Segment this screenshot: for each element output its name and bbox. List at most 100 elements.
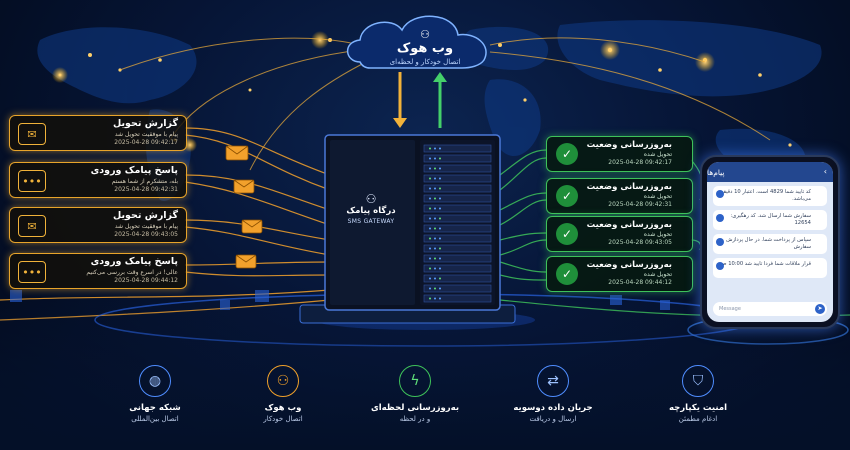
glow-dots [52, 31, 715, 152]
feature-title: امنیت یکپارچه [668, 403, 728, 413]
server-title: درگاه پیامک [346, 206, 396, 216]
lightning-icon: ϟ [399, 365, 431, 397]
cloud-shape [346, 15, 487, 69]
right-card: ✓ به‌روزرسانی وضعیت تحویل شده 2025-04-28… [546, 178, 693, 214]
rack-bay [423, 164, 492, 173]
status-led [434, 297, 436, 300]
card-detail: تحویل شده [643, 151, 672, 158]
rack-bay [423, 234, 492, 243]
card-time: 2025-04-28 09:42:31 [114, 186, 178, 193]
status-led [429, 287, 431, 290]
card-title: به‌روزرسانی وضعیت [586, 140, 672, 150]
card-title: گزارش تحویل [113, 118, 178, 129]
left-card: ✉ گزارش تحویل پیام با موفقیت تحویل شد 20… [9, 115, 187, 151]
status-led [429, 267, 431, 270]
sms-message[interactable]: قرار ملاقات شما فردا تایید شد 10:00 صبح [713, 258, 827, 278]
status-led [439, 217, 441, 220]
status-led [439, 267, 441, 270]
feature-title: به‌روزرسانی لحظه‌ای [370, 403, 460, 413]
status-led [439, 197, 441, 200]
send-icon[interactable]: ➤ [815, 304, 825, 314]
phone-screen: › پیام‌ها کد تایید شما 4829 است. اعتبار … [707, 162, 833, 322]
right-card: ✓ به‌روزرسانی وضعیت تحویل شده 2025-04-28… [546, 136, 693, 172]
status-led [439, 177, 441, 180]
message-icon [716, 190, 724, 198]
card-title: به‌روزرسانی وضعیت [586, 220, 672, 230]
rack-bay [423, 144, 492, 153]
distant-servers [10, 290, 670, 310]
check-icon: ✓ [556, 185, 578, 207]
feature-realtime: ϟ به‌روزرسانی لحظه‌ای و در لحظه [355, 365, 475, 423]
webhook-cloud: ⚇ وب هوک اتصال خودکار و لحظه‌ای [355, 28, 495, 66]
status-led [434, 197, 436, 200]
feature-two-way-data: ⇄ جریان داده دوسویه ارسال و دریافت [493, 365, 613, 423]
server-label: ⚇ درگاه پیامک SMS GATEWAY [336, 192, 406, 225]
left-card: ••• پاسخ پیامک ورودی بله، متشکرم از شما … [9, 162, 187, 198]
left-card: ✉ گزارش تحویل پیام با موفقیت تحویل شد 20… [9, 207, 187, 243]
rack-bay [423, 224, 492, 233]
status-led [439, 257, 441, 260]
status-led [429, 227, 431, 230]
rack-bay [423, 254, 492, 263]
cloud-title: وب هوک [396, 41, 454, 56]
status-led [434, 277, 436, 280]
status-led [434, 177, 436, 180]
webhook-icon: ⚇ [267, 365, 299, 397]
sms-message[interactable]: سفارش شما ارسال شد. کد رهگیری: 12654 [713, 210, 827, 230]
status-led [434, 287, 436, 290]
feature-global-network: ◍ شبکه جهانی اتصال بین‌المللی [95, 365, 215, 423]
status-led [429, 177, 431, 180]
status-led [429, 167, 431, 170]
card-time: 2025-04-28 09:42:17 [608, 159, 672, 166]
status-led [434, 257, 436, 260]
right-card: ✓ به‌روزرسانی وضعیت تحویل شده 2025-04-28… [546, 256, 693, 292]
sms-message[interactable]: سپاس از پرداخت شما. در حال پردازش سفارش [713, 234, 827, 254]
server-subtitle: SMS GATEWAY [347, 218, 395, 225]
message-dots-icon: ••• [18, 261, 46, 283]
rack-bay [423, 194, 492, 203]
card-time: 2025-04-28 09:44:12 [114, 277, 178, 284]
rack-bay [423, 294, 492, 303]
card-detail: پیام با موفقیت تحویل شد [114, 223, 178, 230]
status-led [439, 187, 441, 190]
back-arrow-icon[interactable]: › [823, 167, 827, 176]
message-check-icon: ✉ [18, 215, 46, 237]
feature-subtitle: اتصال خودکار [263, 415, 303, 423]
rack-bay [423, 214, 492, 223]
feature-webhook: ⚇ وب هوک اتصال خودکار [223, 365, 343, 423]
card-detail: تحویل شده [643, 231, 672, 238]
status-led [429, 197, 431, 200]
rack-bay [423, 174, 492, 183]
rack-bay [423, 184, 492, 193]
status-led [434, 227, 436, 230]
status-led [439, 167, 441, 170]
status-led [429, 237, 431, 240]
webhook-icon: ⚇ [420, 28, 430, 41]
message-input[interactable]: Message ➤ [713, 302, 827, 316]
status-led [439, 207, 441, 210]
webhook-arrows [393, 72, 447, 128]
card-time: 2025-04-28 09:44:12 [608, 279, 672, 286]
status-led [429, 147, 431, 150]
feature-subtitle: و در لحظه [399, 415, 431, 423]
status-led [439, 287, 441, 290]
webhook-icon: ⚇ [365, 192, 377, 206]
phone-header-title: پیام‌ها [707, 167, 725, 177]
feature-security: ⛉ امنیت یکپارچه ادغام مطمئن [638, 365, 758, 423]
rack-bay [423, 284, 492, 293]
phone-header: › پیام‌ها [707, 162, 833, 182]
sms-message[interactable]: کد تایید شما 4829 است. اعتبار 10 دقیقه م… [713, 186, 827, 206]
status-led [439, 297, 441, 300]
card-time: 2025-04-28 09:43:05 [114, 231, 178, 238]
rack-bay [423, 204, 492, 213]
card-time: 2025-04-28 09:42:31 [608, 201, 672, 208]
card-detail: عالی! در اسرع وقت بررسی می‌کنیم [86, 269, 178, 276]
card-time: 2025-04-28 09:43:05 [608, 239, 672, 246]
envelope-icons [225, 145, 263, 269]
network-arcs [119, 37, 771, 171]
shield-icon: ⛉ [682, 365, 714, 397]
message-icon [716, 262, 724, 270]
status-led [434, 247, 436, 250]
status-led [429, 157, 431, 160]
